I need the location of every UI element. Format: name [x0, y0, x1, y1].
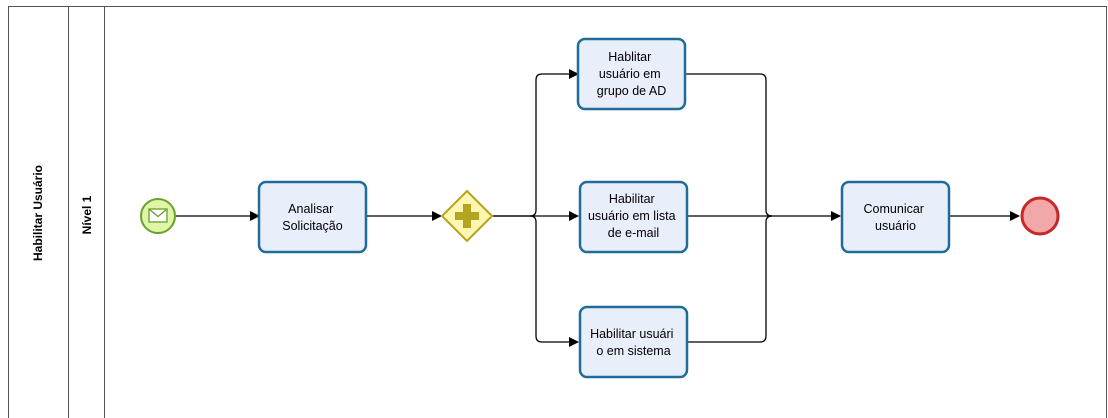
sequence-flows: [176, 69, 1020, 347]
envelope-icon: [148, 208, 168, 223]
start-event[interactable]: [140, 198, 176, 234]
pool-label: Habilitar Usuário: [31, 165, 45, 261]
task-grupo-ad-label: Hablitar usuário em grupo de AD: [597, 50, 667, 98]
flow-sistema-to-comunicar: [688, 215, 773, 343]
task-lista-email-label: Habilitar usuário em lista de e-mail: [588, 192, 679, 240]
pool-border: [8, 6, 1107, 418]
task-comunicar-label: Comunicar usuário: [864, 202, 928, 233]
parallel-gateway[interactable]: [440, 189, 494, 243]
task-sistema[interactable]: Habilitar usuári o em sistema: [578, 305, 689, 379]
pool: Habilitar Usuário Nível 1: [8, 6, 1107, 418]
task-sistema-label: Habilitar usuári o em sistema: [590, 327, 677, 358]
flow-gateway-to-grupo-ad: [493, 69, 579, 217]
flow-gateway-to-sistema: [529, 215, 579, 347]
task-analisar[interactable]: Analisar Solicitação: [257, 180, 368, 254]
task-lista-email[interactable]: Habilitar usuário em lista de e-mail: [578, 180, 689, 254]
flow-grupo-ad-to-comunicar: [686, 73, 773, 217]
lane-label: Nível 1: [80, 195, 94, 234]
plus-icon: [455, 204, 479, 228]
task-grupo-ad[interactable]: Hablitar usuário em grupo de AD: [576, 37, 687, 111]
task-analisar-label: Analisar Solicitação: [282, 202, 342, 233]
task-comunicar[interactable]: Comunicar usuário: [840, 180, 951, 254]
end-event[interactable]: [1020, 196, 1060, 236]
